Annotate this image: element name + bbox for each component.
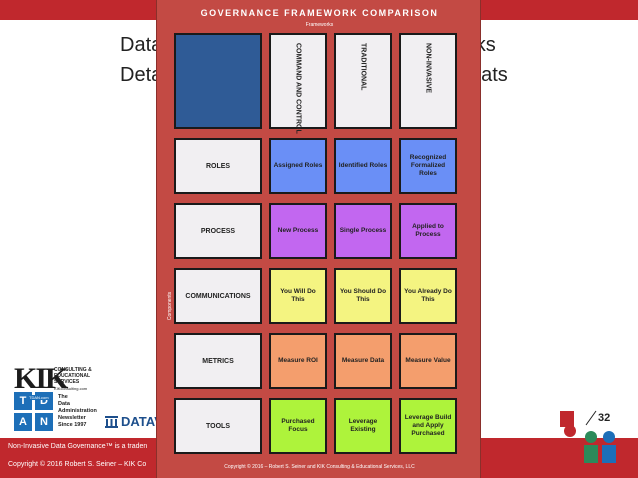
row-label-communications: COMMUNICATIONS — [174, 268, 262, 324]
footer-copyright: Copyright © 2016 Robert S. Seiner – KIK … — [8, 461, 147, 468]
cell-metrics-traditional: Measure Data — [334, 333, 392, 389]
column-header-label: NON-INVASIVE — [424, 43, 432, 94]
row-label-tools: TOOLS — [174, 398, 262, 454]
framework-comparison-panel: GOVERNANCE FRAMEWORK COMPARISON Framewor… — [156, 0, 481, 478]
components-text: Components — [167, 291, 173, 320]
row-label-metrics: METRICS — [174, 333, 262, 389]
cell-metrics-command: Measure ROI — [269, 333, 327, 389]
tdan-letter: A — [14, 413, 32, 431]
kik-text-line: SERVICES — [54, 379, 80, 385]
tdan-text-line: The — [58, 394, 68, 400]
column-header-traditional: TRADITIONAL — [334, 33, 392, 129]
panel-copyright: Copyright © 2016 – Robert S. Seiner and … — [224, 464, 415, 470]
kik-text-line: EDUCATIONAL — [54, 373, 91, 379]
column-header-non-invasive: NON-INVASIVE — [399, 33, 457, 129]
cell-communications-traditional: You Should Do This — [334, 268, 392, 324]
kik-text-line: CONSULTING & — [54, 367, 92, 373]
page-number: 32 — [598, 412, 611, 424]
cell-tools-command: Purchased Focus — [269, 398, 327, 454]
row-label-process: PROCESS — [174, 203, 262, 259]
cell-communications-non-invasive: You Already Do This — [399, 268, 457, 324]
tdan-badge: TDAN.com — [28, 395, 50, 400]
tdan-letter: T — [14, 392, 32, 410]
tdan-text-line: Since 1997 — [58, 422, 87, 428]
cell-communications-command: You Will Do This — [269, 268, 327, 324]
cell-roles-traditional: Identified Roles — [334, 138, 392, 194]
column-header-command-and-control: COMMAND AND CONTROL — [269, 33, 327, 134]
tdan-letter: N — [35, 413, 53, 431]
column-header-label: COMMAND AND CONTROL — [294, 43, 302, 134]
slide-title-left: Data — [120, 34, 163, 56]
tdan-text-line: Data — [58, 401, 70, 407]
panel-subtitle: Frameworks — [305, 22, 334, 28]
cell-metrics-non-invasive: Measure Value — [399, 333, 457, 389]
tdan-text-line: Administration — [58, 408, 97, 414]
cell-roles-command: Assigned Roles — [269, 138, 327, 194]
corner-box — [174, 33, 262, 129]
kik-logo-mark: KIK — [14, 362, 68, 395]
cell-tools-non-invasive: Leverage Build and Apply Purchased — [399, 398, 457, 454]
kik-logo-text: CONSULTING & EDUCATIONAL SERVICES — [54, 367, 92, 385]
slide-subtitle-left: Deta — [120, 64, 163, 86]
kik-url: KIKconsulting.com — [54, 386, 88, 391]
panel-title: GOVERNANCE FRAMEWORK COMPARISON — [200, 8, 439, 18]
row-label-roles: ROLES — [174, 138, 262, 194]
cell-roles-non-invasive: Recognized Formalized Roles — [399, 138, 457, 194]
cell-tools-traditional: Leverage Existing — [334, 398, 392, 454]
cell-process-command: New Process — [269, 203, 327, 259]
column-header-label: TRADITIONAL — [359, 43, 367, 91]
tdan-text-line: Newsletter — [58, 415, 86, 421]
cell-process-non-invasive: Applied to Process — [399, 203, 457, 259]
dataversity-logo: DATAV — [121, 414, 163, 429]
components-axis-label: Components — [167, 291, 173, 320]
tdan-text: The Data Administration Newsletter Since… — [58, 394, 97, 429]
cell-process-traditional: Single Process — [334, 203, 392, 259]
people-icon — [560, 411, 616, 463]
dataversity-building-icon — [105, 416, 118, 428]
page-divider-icon — [585, 410, 597, 426]
kik-logo: KIK CONSULTING & EDUCATIONAL SERVICES KI… — [14, 364, 154, 394]
footer-trademark: Non-Invasive Data Governance™ is a trade… — [8, 443, 148, 450]
